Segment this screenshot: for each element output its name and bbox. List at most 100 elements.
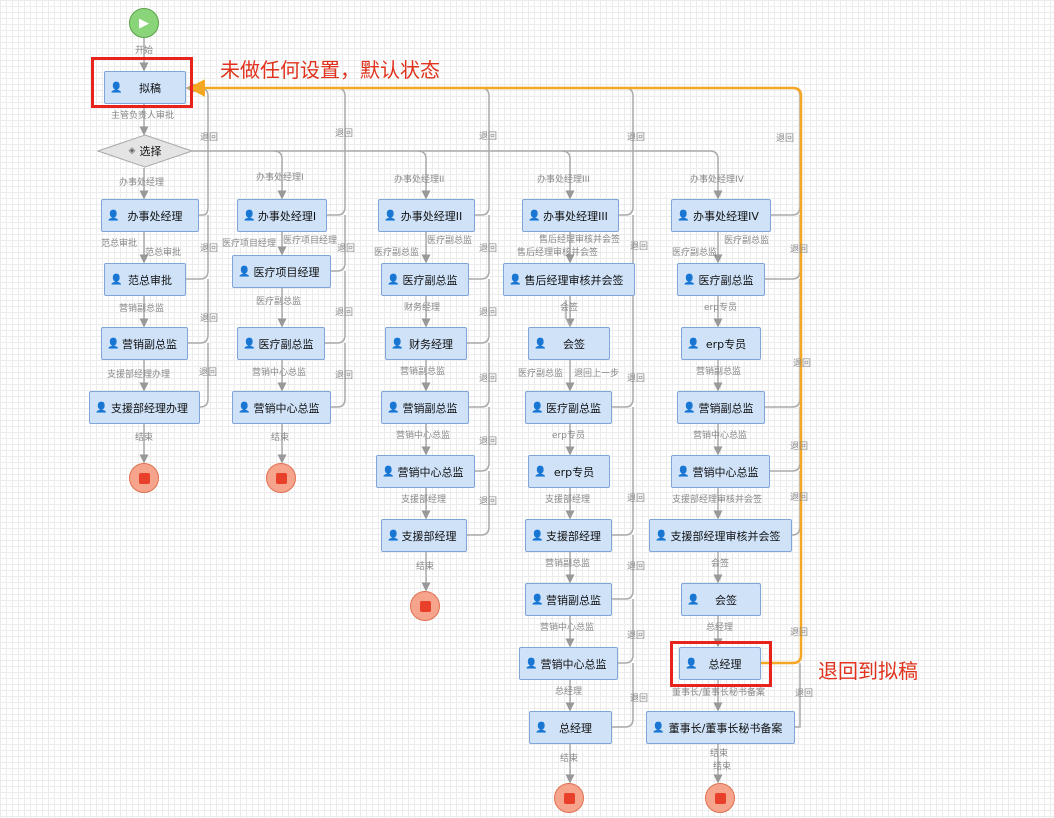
node-c5-support[interactable]: 👤支援部经理审核并会签 (649, 519, 792, 552)
stop-icon (714, 792, 726, 804)
end-node[interactable] (266, 463, 296, 493)
user-icon: 👤 (95, 402, 108, 413)
node-c5-office[interactable]: 👤办事处经理IV (671, 199, 771, 232)
gateway-node[interactable]: ◈ 选择 (97, 134, 193, 168)
node-c3-office[interactable]: 👤办事处经理II (378, 199, 475, 232)
user-icon: 👤 (528, 210, 541, 221)
return-label: 退回 (479, 497, 498, 507)
user-icon: 👤 (683, 274, 696, 285)
edge-label: 总经理 (555, 687, 583, 697)
user-icon: 👤 (509, 274, 522, 285)
node-c4-countersign[interactable]: 👤会签 (528, 327, 610, 360)
node-c1-sales[interactable]: 👤营销副总监 (101, 327, 188, 360)
edge-label: 主管负责人审批 (111, 111, 175, 121)
return-label: 退回 (776, 134, 795, 144)
node-c5-meddep[interactable]: 👤医疗副总监 (677, 263, 765, 296)
edge-label: 结束 (271, 433, 290, 443)
node-c2-office[interactable]: 👤办事处经理I (237, 199, 327, 232)
node-c1-support[interactable]: 👤支援部经理办理 (89, 391, 200, 424)
node-c2-medpm[interactable]: 👤医疗项目经理 (232, 255, 331, 288)
edge-label: erp专员 (704, 303, 737, 313)
node-c2-meddep[interactable]: 👤医疗副总监 (237, 327, 325, 360)
node-c3-sales[interactable]: 👤营销副总监 (381, 391, 469, 424)
node-c4-gm[interactable]: 👤总经理 (529, 711, 612, 744)
node-c4-salescenter[interactable]: 👤营销中心总监 (519, 647, 618, 680)
return-label: 退回 (479, 244, 498, 254)
edge-label: 会签 (711, 559, 730, 569)
end-node[interactable] (129, 463, 159, 493)
edge-label: 营销中心总监 (396, 431, 451, 441)
user-icon: 👤 (534, 338, 547, 349)
node-c4-sales[interactable]: 👤营销副总监 (525, 583, 612, 616)
return-label: 退回 (335, 129, 354, 139)
return-label: 退回 (200, 314, 219, 324)
edge-label: 营销中心总监 (252, 368, 307, 378)
user-icon: 👤 (531, 594, 544, 605)
node-c2-salescenter[interactable]: 👤营销中心总监 (232, 391, 331, 424)
node-c4-aftersales[interactable]: 👤售后经理审核并会签 (503, 263, 635, 296)
stop-icon (275, 472, 287, 484)
edge-label: 结束 (710, 749, 729, 759)
edge-label: 医疗副总监 (518, 369, 564, 379)
edge-label: 范总审批 (145, 248, 182, 258)
node-draft[interactable]: 👤拟稿 (104, 71, 186, 104)
user-icon: 👤 (531, 530, 544, 541)
user-icon: 👤 (655, 530, 668, 541)
edge-label: 结束 (560, 754, 579, 764)
node-c4-office[interactable]: 👤办事处经理III (522, 199, 619, 232)
stop-icon (138, 472, 150, 484)
user-icon: 👤 (387, 530, 400, 541)
user-icon: 👤 (535, 722, 548, 733)
node-c5-sales[interactable]: 👤营销副总监 (677, 391, 765, 424)
return-label: 退回 (630, 242, 649, 252)
user-icon: 👤 (107, 210, 120, 221)
user-icon: 👤 (687, 338, 700, 349)
user-icon: 👤 (687, 594, 700, 605)
return-label: 退回 (627, 374, 646, 384)
edge-label: 售后经理审核并会签 (539, 235, 621, 245)
edge-label: 售后经理审核并会签 (517, 248, 599, 258)
node-c5-countersign[interactable]: 👤会签 (681, 583, 761, 616)
end-node[interactable] (554, 783, 584, 813)
node-c3-finance[interactable]: 👤财务经理 (385, 327, 467, 360)
edge-label: erp专员 (552, 431, 585, 441)
user-icon: 👤 (525, 658, 538, 669)
return-label: 退回 (790, 245, 809, 255)
node-c5-salescenter[interactable]: 👤营销中心总监 (671, 455, 770, 488)
edge-label: 营销中心总监 (693, 431, 748, 441)
node-c5-gm[interactable]: 👤总经理 (679, 647, 761, 680)
edge-label: 会签 (560, 303, 579, 313)
node-c5-board[interactable]: 👤董事长/董事长秘书备案 (646, 711, 795, 744)
edge-label: 医疗副总监 (724, 236, 770, 246)
node-c4-support[interactable]: 👤支援部经理 (525, 519, 612, 552)
edge-label: 支援部经理 (545, 495, 591, 505)
node-c3-meddep[interactable]: 👤医疗副总监 (381, 263, 469, 296)
return-label: 退回 (627, 133, 646, 143)
edge-label: 总经理 (706, 623, 734, 633)
play-icon: ▶ (139, 15, 149, 31)
node-c4-meddep[interactable]: 👤医疗副总监 (525, 391, 612, 424)
return-label: 退回 (630, 694, 649, 704)
node-c1-fan[interactable]: 👤范总审批 (104, 263, 186, 296)
node-c3-salescenter[interactable]: 👤营销中心总监 (376, 455, 475, 488)
node-c4-erp[interactable]: 👤erp专员 (528, 455, 610, 488)
user-icon: 👤 (243, 210, 256, 221)
end-node[interactable] (410, 591, 440, 621)
return-label: 退回 (335, 371, 354, 381)
node-c1-office[interactable]: 👤办事处经理 (101, 199, 199, 232)
highlight-draft (91, 57, 193, 108)
end-node[interactable] (705, 783, 735, 813)
edge-label: 营销副总监 (400, 367, 446, 377)
return-label: 退回 (627, 631, 646, 641)
user-icon: 👤 (238, 402, 251, 413)
annotation-default-state: 未做任何设置，默认状态 (220, 58, 440, 82)
edge-label: 开始 (135, 46, 154, 56)
edge-label: 医疗项目经理 (222, 239, 277, 249)
edge-label: 营销中心总监 (540, 623, 595, 633)
start-node[interactable]: ▶ (129, 8, 159, 38)
edge-label: 营销副总监 (545, 559, 591, 569)
node-c3-support[interactable]: 👤支援部经理 (381, 519, 467, 552)
return-label: 退回 (790, 628, 809, 638)
node-c5-erp[interactable]: 👤erp专员 (681, 327, 761, 360)
return-label: 退回 (337, 244, 356, 254)
